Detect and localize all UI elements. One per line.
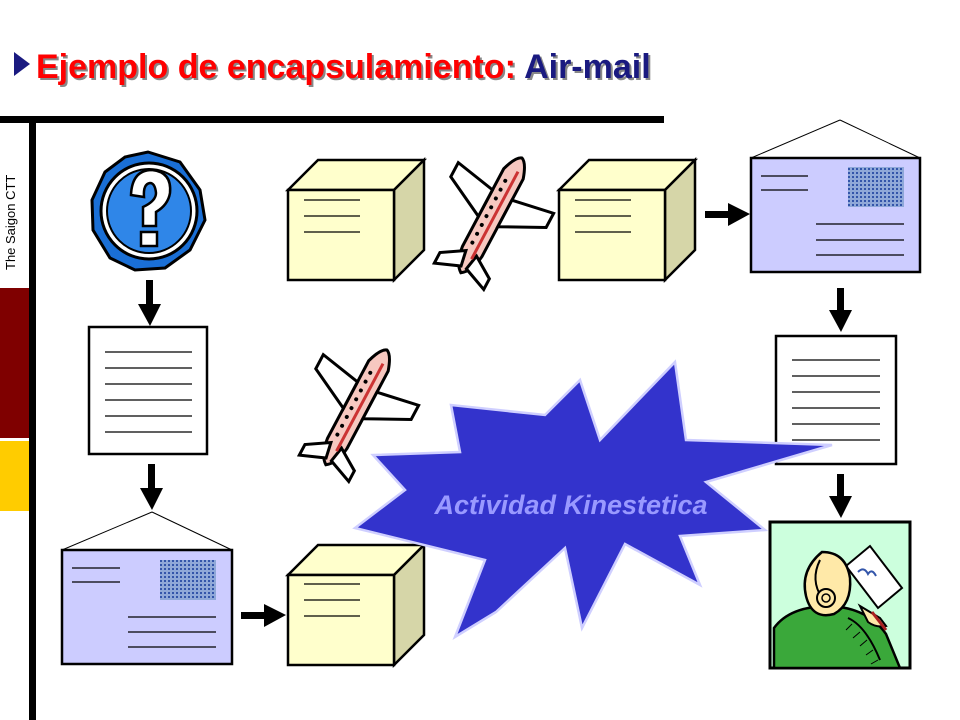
arrow-icon: [705, 203, 750, 226]
reader-icon: [768, 520, 912, 670]
box-icon: [284, 541, 428, 669]
envelope-icon: [60, 511, 234, 666]
title-highlight: Air-mail: [524, 48, 651, 86]
burst-shape: Actividad Kinestetica: [352, 359, 833, 640]
question-icon: [90, 150, 207, 272]
sidebar-yellow-band: [0, 441, 29, 511]
arrow-icon: [138, 280, 161, 326]
sidebar: [0, 123, 29, 720]
envelope-icon: [749, 119, 922, 274]
title-bullet-icon: [14, 52, 30, 76]
sidebar-red-band: [0, 288, 29, 438]
arrow-icon: [140, 464, 163, 510]
burst-label: Actividad Kinestetica: [433, 490, 707, 520]
title-divider: [0, 116, 664, 123]
arrow-icon: [241, 604, 286, 627]
box-icon: [555, 156, 699, 284]
sidebar-divider: [29, 123, 36, 720]
slide-title: Ejemplo de encapsulamiento: Air-mail: [14, 48, 651, 87]
airplane-icon: [296, 348, 421, 485]
document-icon: [87, 325, 209, 456]
box-icon: [284, 156, 428, 284]
airplane-icon: [431, 156, 556, 293]
arrow-icon: [829, 288, 852, 332]
title-prefix: Ejemplo de encapsulamiento:: [36, 48, 516, 86]
arrow-icon: [829, 474, 852, 518]
